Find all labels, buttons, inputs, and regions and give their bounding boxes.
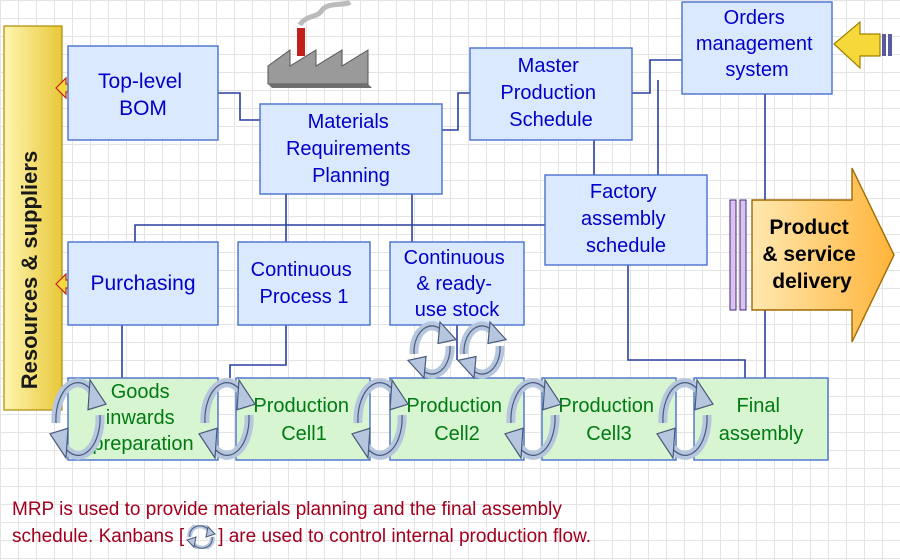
line-cont-cell [229,325,287,378]
box-purchasing: Purchasing [67,241,219,326]
box-materials-requirements-planning: Materials Requirements Planning [259,103,443,195]
cell1-line: Production [253,395,349,417]
cell-production-1 [235,377,371,461]
purchasing-label: Purchasing [90,272,195,295]
line-orders-mps [632,59,682,94]
bom-line: BOM [119,97,167,120]
caption-line-2-start: schedule. Kanbans [ [12,526,185,547]
line-bom-mrp [218,92,260,121]
svg-text:Continuous Process 1: Continuous Process 1 [251,259,358,308]
factory-line: assembly [581,208,665,230]
box-top-level-bom: Top-level BOM [67,45,219,141]
mps-line: Schedule [509,109,592,131]
cont-process-line: Process 1 [260,286,349,308]
delivery-line: delivery [772,270,852,293]
goods-line: Goods [111,381,170,403]
orders-line: Orders [724,7,785,29]
svg-text:Product & service: Product & service delivery [762,216,861,293]
svg-text:Continuous & ready-: Continuous & ready- use stock [404,247,511,321]
delivery-line: Product [769,216,848,239]
goods-line: inwards [106,407,175,429]
box-continuous-process-1: Continuous Process 1 [237,241,371,326]
line-factory-final [627,265,746,378]
line-mrp-down [285,194,545,226]
factory-line: Factory [590,181,657,203]
mrp-line: Requirements [286,138,411,160]
box-continuous-ready-use-stock: Continuous & ready- use stock [389,241,525,326]
kanban-loops [49,320,714,460]
mrp-flow-diagram: Resources & suppliers Top-level BOM Mate… [3,0,895,461]
caption-line-2-end: ] are used to control internal productio… [218,526,592,547]
cell-production-3 [541,377,677,461]
caption: MRP is used to provide materials plannin… [12,496,892,550]
connector-lines [121,59,766,378]
stock-line: & ready- [416,273,492,295]
svg-text:Production Cell1: Production Cell1 [253,395,354,445]
factory-line: schedule [586,235,666,257]
svg-text:Goods inwards prep: Goods inwards preparation [92,381,193,455]
kanban-icon [656,378,714,460]
cell2-line: Production [406,395,502,417]
mrp-line: Planning [312,165,390,187]
stock-line: Continuous [404,247,505,269]
cell-final-assembly [693,377,829,461]
svg-text:Final assembly: Final assembly [719,395,803,445]
line-mps-mrp [442,92,470,131]
svg-text:Production Cell3: Production Cell3 [558,395,659,445]
svg-text:Orders management: Orders management system [696,7,818,81]
kanban-icon [504,378,562,460]
goods-line: preparation [92,433,193,455]
resources-suppliers-label: Resources & suppliers [17,151,42,389]
cont-process-line: Continuous [251,259,352,281]
svg-text:Materials Requirements: Materials Requirements Planning [286,111,416,187]
orders-line: system [725,59,788,81]
svg-text:Production Cell2: Production Cell2 [406,395,507,445]
product-service-delivery-arrow: Product & service delivery [729,167,895,343]
kanban-icon [186,524,217,549]
kanban-icon [351,378,409,460]
kanban-icon [49,378,107,460]
cell2-line: Cell2 [434,423,480,445]
kanban-icon [406,320,458,380]
incoming-orders-arrow-icon [833,20,892,70]
svg-text:Top-level BOM: Top-level BOM [98,70,188,120]
cell3-line: Production [558,395,654,417]
mrp-line: Materials [308,111,389,133]
kanban-icon [198,378,256,460]
stock-line: use stock [415,299,500,321]
orders-line: management [696,33,813,55]
bom-line: Top-level [98,70,182,93]
final-line: Final [737,395,780,417]
svg-text:Master Production: Master Production Schedule [500,55,601,131]
box-master-production-schedule: Master Production Schedule [469,47,633,141]
svg-text:Factory assembly s: Factory assembly schedule [581,181,671,257]
cell-production-2 [389,377,525,461]
line-purchasing-top [134,224,286,242]
delivery-line: & service [762,243,855,266]
box-factory-assembly-schedule: Factory assembly schedule [544,174,708,266]
kanban-icon [456,320,508,380]
resources-suppliers-panel: Resources & suppliers [3,25,63,411]
cell3-line: Cell3 [586,423,632,445]
box-orders-management-system: Orders management system [681,1,833,95]
mps-line: Production [500,82,596,104]
production-row: Goods inwards preparation Production Cel… [67,377,829,461]
caption-line-1: MRP is used to provide materials plannin… [12,499,562,520]
final-line: assembly [719,423,803,445]
cell1-line: Cell1 [281,423,327,445]
factory-icon [267,0,372,88]
caption-line-2: schedule. Kanbans [ ] are used to contro… [12,523,892,550]
mps-line: Master [518,55,579,77]
